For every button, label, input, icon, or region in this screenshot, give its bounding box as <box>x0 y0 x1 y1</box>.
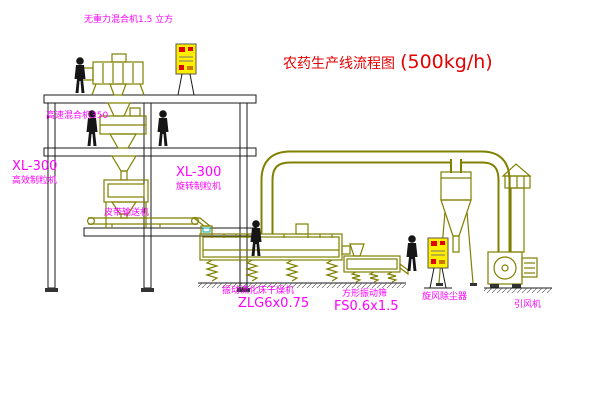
worker-figure <box>250 220 262 256</box>
label-sieve-model: FS0.6x1.5 <box>334 299 399 314</box>
label-dryer-name: 振动流化床干燥机 <box>222 284 294 296</box>
label-cyclone: 旋风除尘器 <box>422 290 467 302</box>
control-panel-2 <box>424 237 452 289</box>
floor-slab-top <box>43 94 257 104</box>
vibrating-sieve <box>343 243 409 283</box>
floor-slab-low <box>83 227 257 237</box>
control-panel-1 <box>175 43 197 96</box>
label-sieve-name: 方形振动筛 <box>342 287 387 299</box>
label-gravity-mixer: 无重力混合机1.5 立方 <box>84 13 173 25</box>
fluid-bed-dryer <box>199 223 351 282</box>
floor-slab-mid <box>43 147 257 157</box>
diagram-title-text: 农药生产线流程图 <box>283 56 395 72</box>
granulator <box>103 155 149 228</box>
diagram-title: 农药生产线流程图 (500kg/h) <box>283 51 493 73</box>
exhaust-stack <box>501 163 532 253</box>
worker-figure <box>157 110 169 146</box>
worker-figure <box>74 57 86 93</box>
label-dryer-model: ZLG6x0.75 <box>238 296 309 311</box>
gravity-mixer <box>81 53 145 117</box>
diagram-title-capacity: (500kg/h) <box>400 51 493 73</box>
induced-draft-fan <box>484 251 552 293</box>
label-belt-conveyor: 皮带输送机 <box>104 206 149 218</box>
label-granulator-mid-name: 旋转制粒机 <box>176 180 221 192</box>
high-speed-mixer <box>99 107 147 149</box>
worker-figure <box>406 235 418 271</box>
label-granulator-left-model: XL-300 <box>12 159 57 174</box>
exhaust-duct <box>260 150 511 252</box>
building-structure <box>43 94 257 292</box>
label-granulator-left-name: 高效制粒机 <box>12 174 57 186</box>
ground-line <box>198 282 406 288</box>
label-fan: 引风机 <box>514 298 541 310</box>
label-high-speed-mixer: 高速混合机350 <box>46 109 108 121</box>
label-granulator-mid-model: XL-300 <box>176 165 221 180</box>
